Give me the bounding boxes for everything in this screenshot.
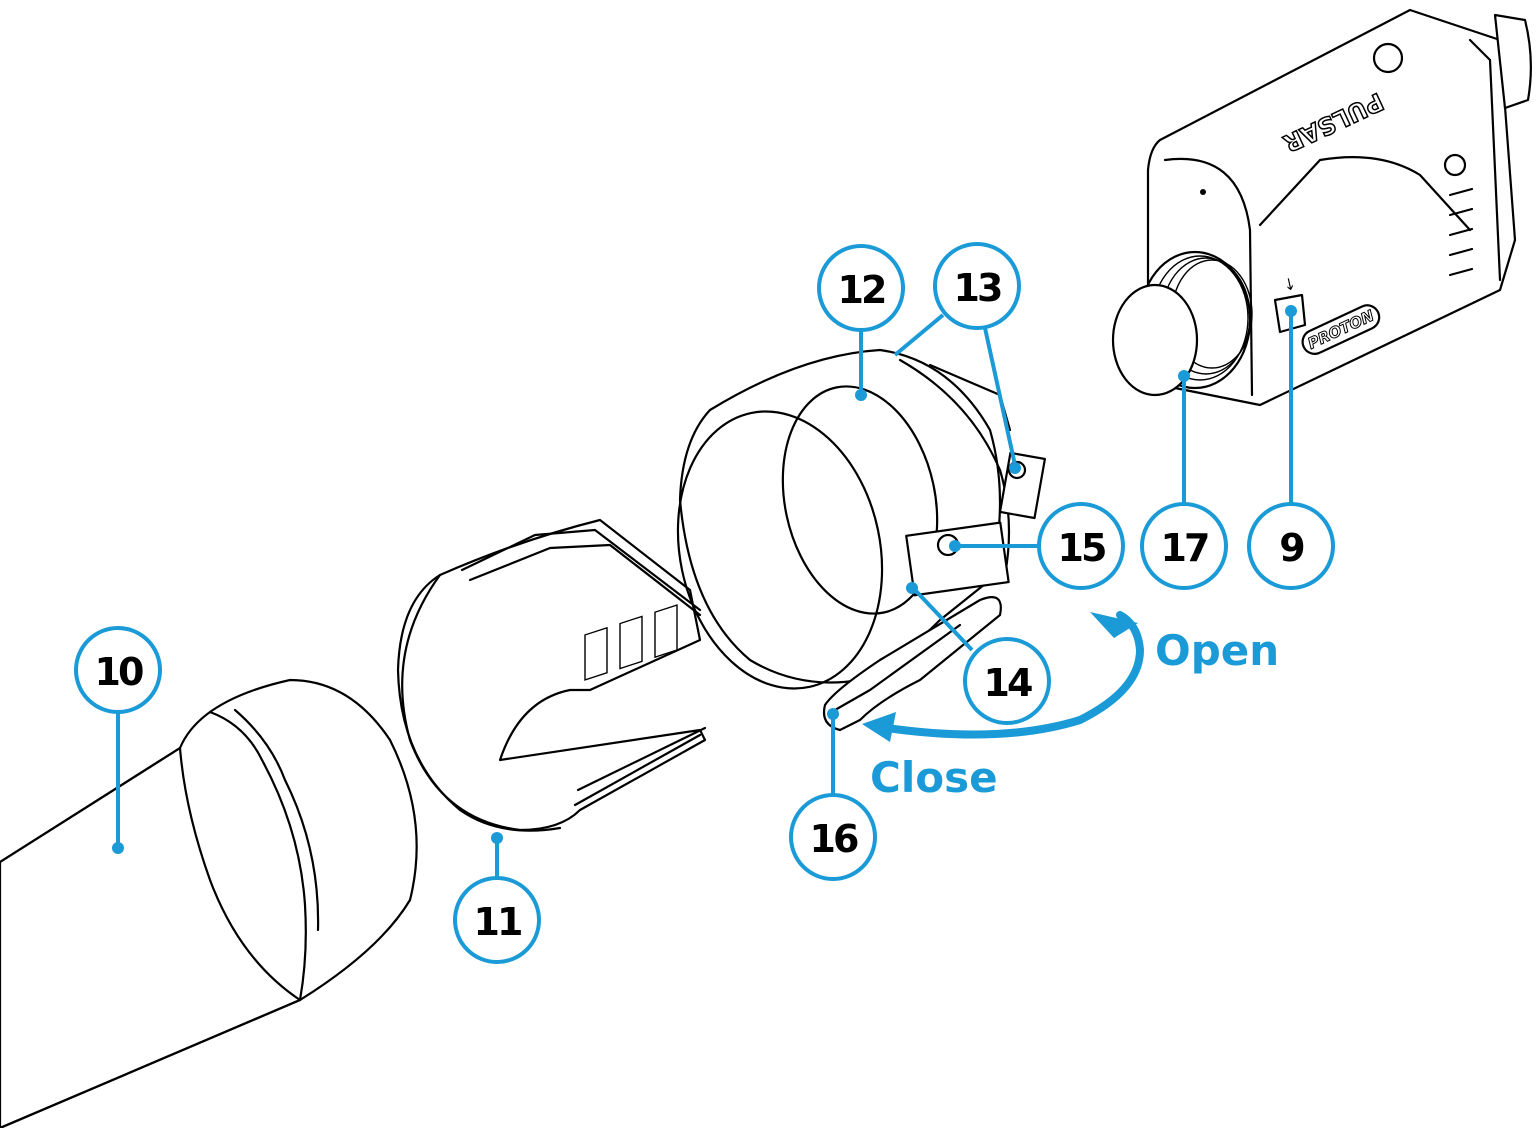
svg-text:15: 15 <box>1058 526 1105 570</box>
part-clamp-lever <box>822 596 1002 732</box>
brand-logo-icon <box>1372 42 1404 74</box>
lens-cap <box>1111 283 1199 397</box>
leader-lines <box>112 305 1297 878</box>
part-adapter-insert <box>396 518 707 832</box>
callout-15: 15 <box>1037 502 1125 590</box>
part-scope-tube <box>0 678 418 1128</box>
svg-text:12: 12 <box>838 268 885 312</box>
svg-text:9: 9 <box>1279 526 1304 570</box>
part-device-body: PULSAR ⭏ PROTON <box>1111 8 1532 407</box>
svg-text:14: 14 <box>984 661 1032 705</box>
close-label: Close <box>870 753 998 802</box>
callout-17: 17 <box>1140 502 1228 590</box>
callout-11: 11 <box>453 876 541 964</box>
svg-text:13: 13 <box>954 266 1001 310</box>
cooling-vents-icon <box>1448 187 1474 277</box>
svg-text:16: 16 <box>810 817 858 861</box>
svg-text:10: 10 <box>95 650 143 694</box>
callout-9: 9 <box>1247 502 1335 590</box>
callout-14: 14 <box>963 637 1051 725</box>
callout-12: 12 <box>817 244 905 332</box>
callout-13: 13 <box>933 242 1021 330</box>
svg-text:17: 17 <box>1161 526 1208 570</box>
close-arrowhead-icon <box>862 712 896 742</box>
usb-icon: ⭏ <box>1286 271 1294 296</box>
open-label: Open <box>1155 626 1279 675</box>
callout-10: 10 <box>74 626 162 714</box>
open-arrowhead-icon <box>1090 612 1138 638</box>
brand-emblem-icon <box>1443 153 1467 177</box>
open-close-arrow: Open Close <box>862 611 1279 802</box>
svg-text:11: 11 <box>474 900 521 944</box>
callout-16: 16 <box>789 793 877 881</box>
